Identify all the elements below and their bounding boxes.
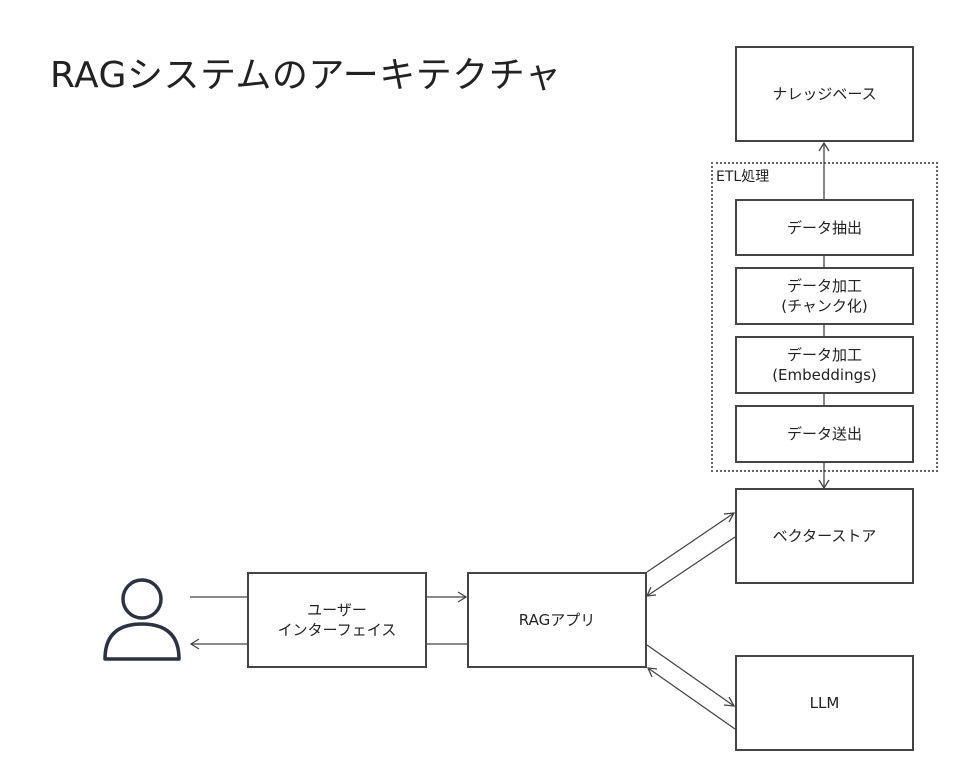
data-chunk-label: データ加工 (チャンク化) bbox=[781, 277, 868, 315]
user-interface-label: ユーザー インターフェイス bbox=[277, 601, 397, 639]
user-interface-node: ユーザー インターフェイス bbox=[247, 572, 427, 668]
rag-app-node: RAGアプリ bbox=[467, 572, 647, 668]
rag-to-llm-arrowhead bbox=[723, 696, 736, 707]
knowledge-base-label: ナレッジベース bbox=[772, 85, 877, 103]
ui-to-user-arrowhead bbox=[189, 638, 200, 650]
user-icon bbox=[103, 578, 181, 661]
llm-to-rag-arrowhead bbox=[646, 667, 658, 678]
vector-to-rag-arrow bbox=[646, 536, 736, 597]
vector-store-node: ベクターストア bbox=[735, 488, 914, 584]
rag-to-llm-arrow bbox=[646, 644, 735, 707]
rag-to-vector-arrow bbox=[646, 512, 735, 573]
data-extract-label: データ抽出 bbox=[786, 218, 862, 237]
etl-group-label: ETL処理 bbox=[716, 169, 770, 185]
data-embed-label: データ加工 (Embeddings) bbox=[772, 346, 877, 384]
vector-store-label: ベクターストア bbox=[772, 527, 877, 545]
send-to-vector-arrowhead bbox=[818, 479, 830, 490]
knowledge-base-node: ナレッジベース bbox=[735, 46, 914, 142]
vector-to-rag-arrowhead bbox=[645, 586, 657, 597]
etl-to-knowledge-arrowhead bbox=[818, 141, 830, 152]
data-send-node: データ送出 bbox=[735, 405, 914, 463]
data-chunk-node: データ加工 (チャンク化) bbox=[735, 267, 914, 325]
llm-label: LLM bbox=[809, 694, 840, 712]
llm-node: LLM bbox=[735, 655, 914, 751]
ui-to-rag-arrowhead bbox=[457, 591, 468, 603]
diagram-title: RAGシステムのアーキテクチャ bbox=[50, 55, 562, 96]
llm-to-rag-arrow bbox=[647, 667, 736, 730]
data-extract-node: データ抽出 bbox=[735, 199, 914, 256]
rag-to-vector-arrowhead bbox=[723, 512, 736, 523]
rag-app-label: RAGアプリ bbox=[518, 611, 596, 629]
data-send-label: データ送出 bbox=[786, 425, 862, 443]
data-embed-node: データ加工 (Embeddings) bbox=[735, 336, 914, 394]
